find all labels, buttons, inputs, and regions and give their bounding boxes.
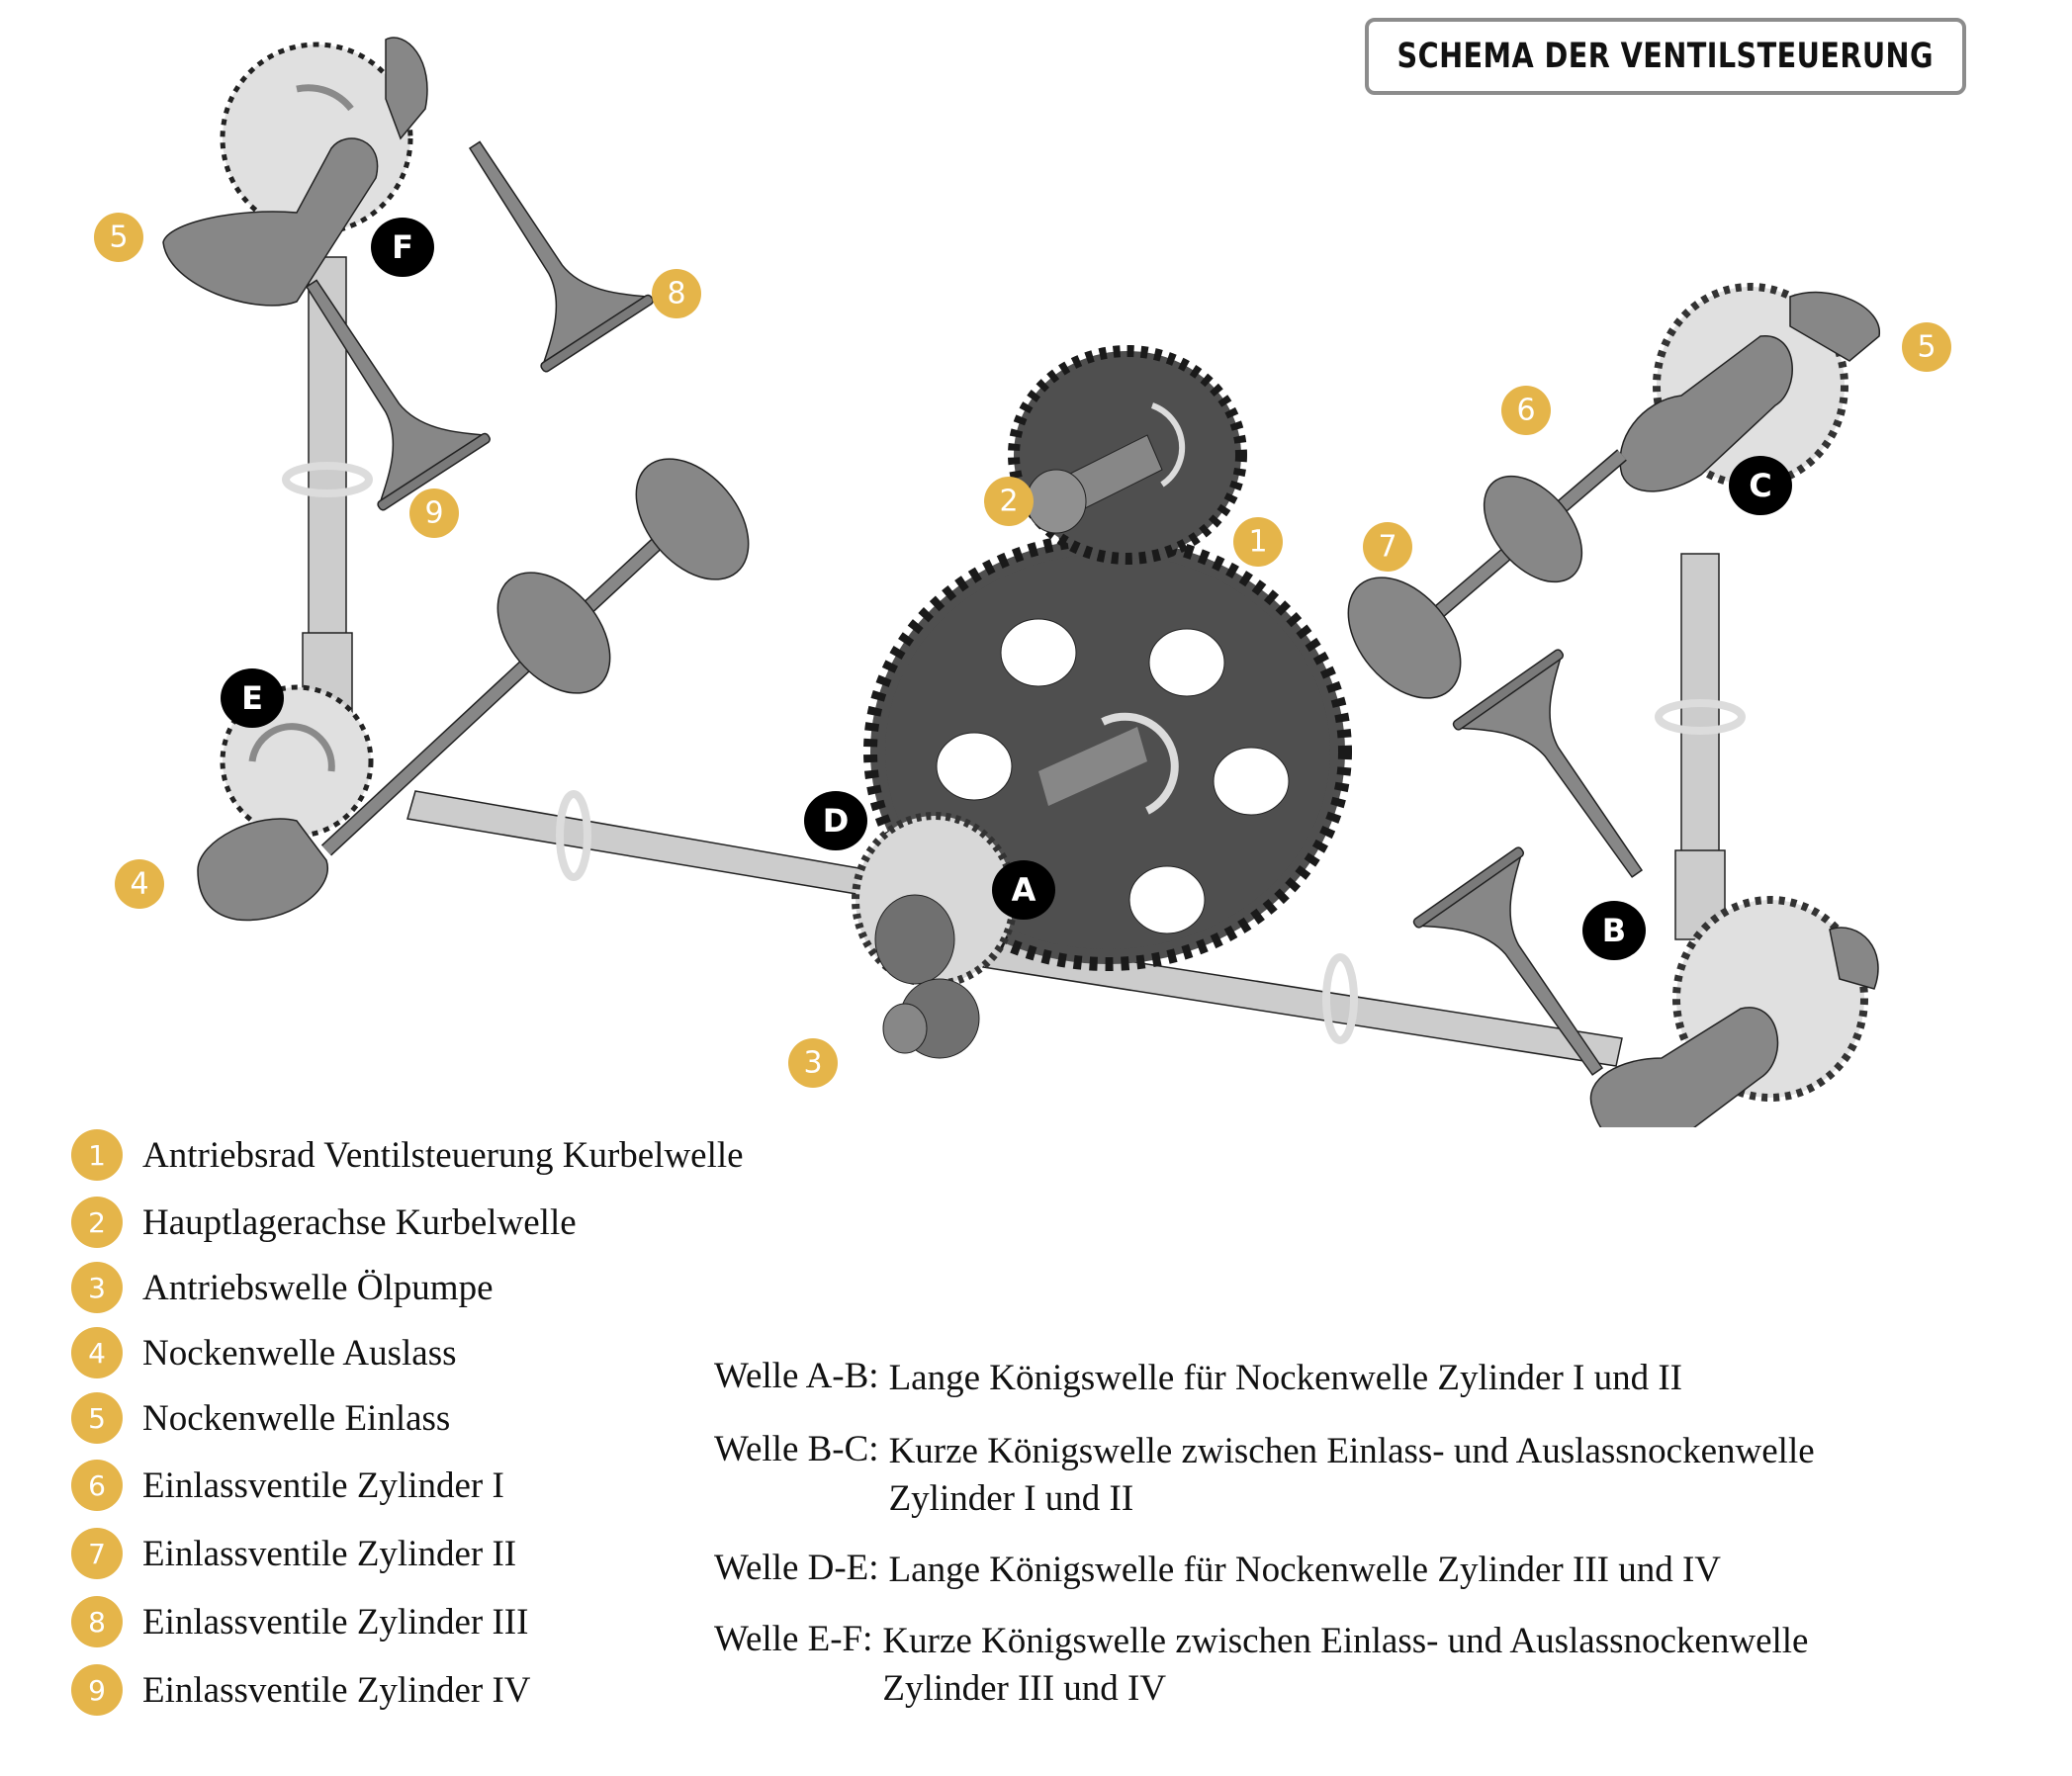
callout-5-left: 5 (94, 213, 143, 262)
callout-6: 6 (1501, 386, 1551, 435)
shaft-row-a-b: Welle A-B: Lange Königswelle für Nockenw… (714, 1355, 1682, 1402)
legend-label: Hauptlagerachse Kurbelwelle (142, 1201, 577, 1243)
legend-number-badge: 3 (71, 1262, 123, 1313)
svg-text:2: 2 (999, 485, 1018, 519)
shaft-d-e (406, 790, 871, 896)
svg-text:5: 5 (1917, 330, 1936, 365)
svg-text:3: 3 (803, 1046, 822, 1081)
legend-item: 4 Nockenwelle Auslass (71, 1325, 457, 1380)
letter-callouts: A B C D E F (221, 218, 1792, 960)
rotation-arrows (282, 462, 1746, 1044)
legend-number-badge: 5 (71, 1392, 123, 1444)
svg-text:9: 9 (424, 496, 443, 531)
svg-text:B: B (1602, 912, 1626, 949)
legend-item: 5 Nockenwelle Einlass (71, 1390, 450, 1446)
legend-label: Einlassventile Zylinder III (142, 1601, 529, 1643)
callout-a: A (992, 860, 1055, 920)
shaft-description: Kurze Königswelle zwischen Einlass- und … (882, 1618, 1808, 1713)
legend-label: Einlassventile Zylinder I (142, 1465, 504, 1506)
legend-number-badge: 4 (71, 1327, 123, 1378)
shaft-key: Welle A-B: (714, 1356, 879, 1396)
right-camshafts (1589, 283, 1880, 1127)
bevel-gear-cluster-a-d (852, 812, 1018, 1059)
callout-4-left: 4 (115, 859, 164, 909)
exhaust-valves-left (320, 458, 750, 856)
callout-3: 3 (788, 1038, 838, 1088)
valves-cylinder-i-ii (1347, 449, 1627, 699)
svg-text:6: 6 (1516, 394, 1535, 428)
legend-label: Antriebswelle Ölpumpe (142, 1267, 494, 1308)
callout-5-right: 5 (1902, 322, 1951, 372)
legend-number-badge: 1 (71, 1129, 123, 1181)
shaft-description: Lange Königswelle für Nockenwelle Zylind… (889, 1355, 1682, 1402)
shaft-desc-line1: Kurze Königswelle zwischen Einlass- und … (882, 1621, 1809, 1661)
svg-text:1: 1 (1248, 525, 1267, 560)
shaft-b-c (1674, 553, 1726, 940)
shaft-desc-line1: Kurze Königswelle zwischen Einlass- und … (888, 1431, 1815, 1471)
legend-item: 2 Hauptlagerachse Kurbelwelle (71, 1195, 577, 1250)
diagram-title: SCHEMA DER VENTILSTEUERUNG (1396, 37, 1935, 76)
shaft-desc-line1: Lange Königswelle für Nockenwelle Zylind… (888, 1550, 1722, 1590)
legend-item: 9 Einlassventile Zylinder IV (71, 1662, 531, 1718)
legend-item: 8 Einlassventile Zylinder III (71, 1594, 528, 1649)
legend-number-badge: 7 (71, 1528, 123, 1579)
callout-1: 1 (1233, 517, 1283, 567)
callout-d: D (804, 791, 867, 850)
shaft-row-b-c: Welle B-C: Kurze Königswelle zwischen Ei… (714, 1428, 1815, 1523)
shaft-row-d-e: Welle D-E: Lange Königswelle für Nockenw… (714, 1547, 1721, 1594)
legend-label: Einlassventile Zylinder IV (142, 1669, 531, 1711)
svg-text:E: E (241, 679, 263, 717)
shaft-row-e-f: Welle E-F: Kurze Königswelle zwischen Ei… (714, 1618, 1808, 1713)
shaft-description: Kurze Königswelle zwischen Einlass- und … (889, 1428, 1815, 1523)
callout-7: 7 (1363, 522, 1412, 572)
legend-item: 3 Antriebswelle Ölpumpe (71, 1260, 494, 1315)
svg-text:C: C (1749, 467, 1771, 504)
svg-text:7: 7 (1378, 530, 1396, 565)
shaft-desc-line1: Lange Königswelle für Nockenwelle Zylind… (888, 1358, 1682, 1398)
valves-cylinder-iii (418, 109, 656, 374)
legend-item: 7 Einlassventile Zylinder II (71, 1526, 516, 1581)
callout-b: B (1582, 901, 1646, 960)
svg-text:4: 4 (130, 867, 148, 902)
legend-number-badge: 8 (71, 1596, 123, 1647)
callout-f: F (371, 218, 434, 277)
legend-label: Einlassventile Zylinder II (142, 1533, 517, 1574)
legend-label: Nockenwelle Auslass (142, 1332, 457, 1374)
callout-2: 2 (984, 477, 1034, 526)
legend-item: 6 Einlassventile Zylinder I (71, 1458, 504, 1513)
svg-text:F: F (392, 228, 413, 266)
legend-item: 1 Antriebsrad Ventilsteuerung Kurbelwelle (71, 1127, 744, 1183)
legend-number-badge: 9 (71, 1664, 123, 1716)
callout-e: E (221, 668, 284, 728)
svg-text:A: A (1012, 871, 1036, 909)
svg-text:8: 8 (667, 277, 685, 311)
shaft-key: Welle B-C: (714, 1429, 879, 1469)
callout-c: C (1729, 456, 1792, 515)
shaft-key: Welle D-E: (714, 1548, 879, 1588)
svg-text:D: D (823, 802, 850, 840)
callout-9: 9 (409, 488, 459, 538)
number-callouts: 1 2 3 4 5 6 7 8 9 4 5 (94, 213, 1951, 1088)
legend-label: Antriebsrad Ventilsteuerung Kurbelwelle (142, 1134, 744, 1176)
crankshaft-main-bearing-gear (1008, 345, 1247, 565)
left-camshafts (162, 37, 428, 922)
legend-number-badge: 6 (71, 1460, 123, 1511)
legend-label: Nockenwelle Einlass (142, 1397, 451, 1439)
shaft-desc-line2: Zylinder III und IV (882, 1668, 1167, 1709)
shaft-description: Lange Königswelle für Nockenwelle Zylind… (889, 1547, 1721, 1594)
valve-train-diagram: 1 2 3 4 5 6 7 8 9 4 5 A B C D E F (94, 37, 1951, 1127)
shaft-key: Welle E-F: (714, 1619, 873, 1659)
shaft-desc-line2: Zylinder I und II (888, 1478, 1134, 1519)
diagram-title-box: SCHEMA DER VENTILSTEUERUNG (1365, 18, 1966, 95)
callout-8: 8 (652, 269, 701, 318)
legend-number-badge: 2 (71, 1197, 123, 1248)
svg-text:5: 5 (109, 221, 128, 255)
